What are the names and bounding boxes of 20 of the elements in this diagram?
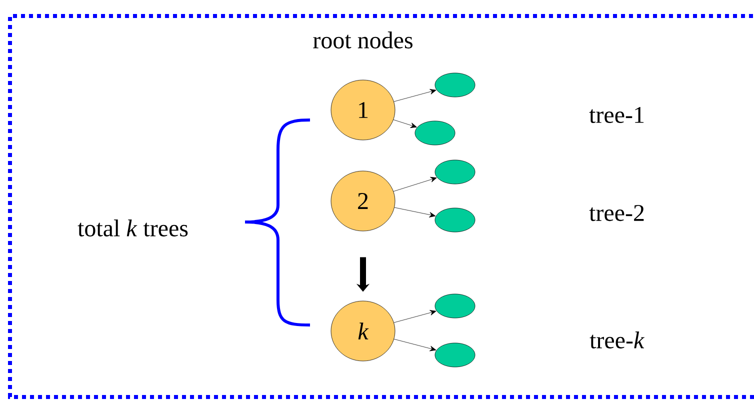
leaf-node bbox=[434, 342, 476, 368]
leaf-node bbox=[434, 208, 476, 232]
root-node: k bbox=[330, 300, 396, 362]
arrow bbox=[393, 120, 417, 128]
leaf-node bbox=[434, 160, 476, 184]
label: tree-k bbox=[590, 332, 644, 348]
label: tree-1 bbox=[589, 106, 644, 124]
label: tree-2 bbox=[589, 204, 644, 222]
root-node: 2 bbox=[330, 170, 396, 232]
leaf-node bbox=[414, 120, 456, 146]
arrow bbox=[393, 176, 437, 192]
arrow bbox=[394, 338, 436, 352]
root-node: 1 bbox=[330, 80, 396, 140]
label: root nodes bbox=[313, 32, 412, 48]
label: total k trees bbox=[78, 220, 188, 236]
arrow bbox=[394, 207, 436, 218]
arrow bbox=[394, 310, 436, 323]
arrow bbox=[394, 89, 436, 102]
leaf-node bbox=[434, 72, 476, 98]
leaf-node bbox=[434, 294, 476, 318]
